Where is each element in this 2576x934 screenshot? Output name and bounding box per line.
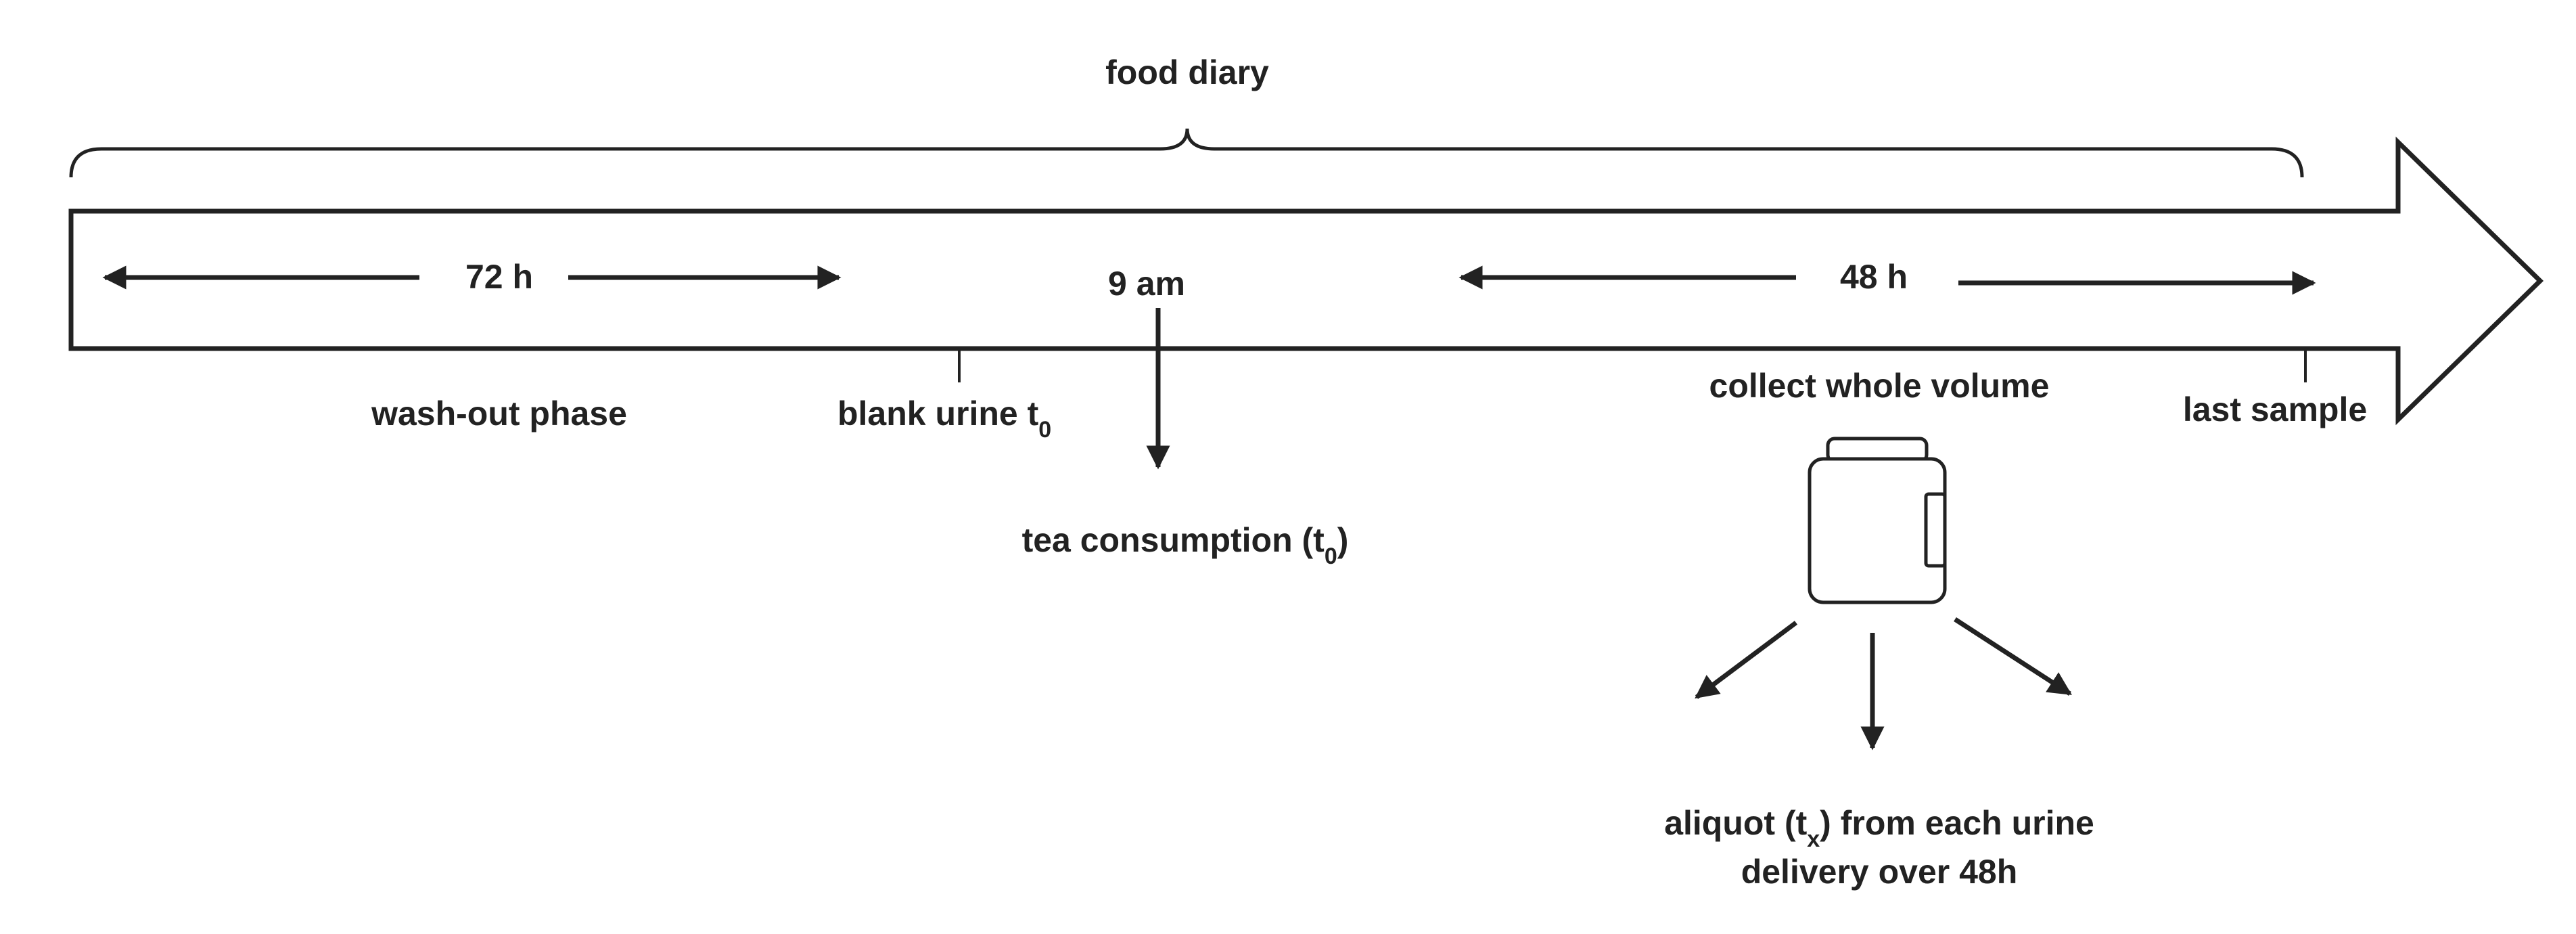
duration-48h-label: 48 h (1840, 258, 1908, 296)
nine-am-label: 9 am (1108, 265, 1185, 303)
aliquot-label-line2: delivery over 48h (1741, 853, 2018, 891)
duration-72h-label: 72 h (465, 258, 533, 296)
washout-phase-label: wash-out phase (371, 395, 627, 432)
tea-consumption-label: tea consumption (t0) (1022, 521, 1349, 569)
timeline-arrow (68, 136, 2544, 426)
blank-urine-label: blank urine t0 (837, 395, 1051, 443)
collect-whole-volume-label: collect whole volume (1709, 367, 2050, 405)
food-diary-brace (69, 128, 2304, 178)
urine-container-icon (1808, 437, 1947, 604)
aliquot-arrow-left (1695, 621, 1798, 699)
aliquot-label-line1: aliquot (tx) from each urine (1664, 804, 2094, 852)
last-sample-label: last sample (2183, 391, 2367, 428)
food-diary-label: food diary (1105, 53, 1269, 91)
aliquot-arrow-right (1954, 617, 2072, 696)
